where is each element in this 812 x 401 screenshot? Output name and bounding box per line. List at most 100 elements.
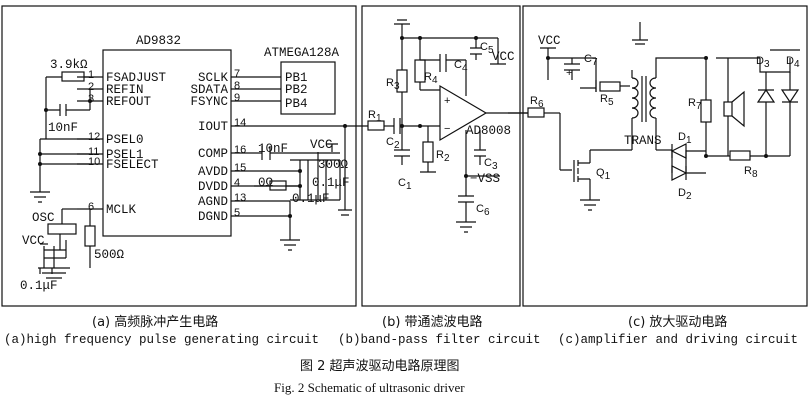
mcu-pin-pb4: PB4 <box>285 97 308 111</box>
resistor-500 <box>84 225 96 247</box>
vcc-b-label: VCC <box>492 50 515 64</box>
pin-num-15: 15 <box>234 162 246 174</box>
pin-num-11: 11 <box>88 146 99 158</box>
pin-dvdd: DVDD <box>198 180 228 194</box>
pin-num-14: 14 <box>234 117 246 129</box>
caption-b-cn: (b) 带通滤波电路 <box>382 314 483 330</box>
resistor-500-label: 500Ω <box>94 248 125 262</box>
opamp-ad8008 <box>439 84 488 142</box>
panel-c-frame <box>522 5 808 307</box>
opamp-label: AD8008 <box>466 124 511 138</box>
pin-fsadjust: FSADJUST <box>106 71 167 85</box>
d1-label: D1 <box>678 131 692 146</box>
resistor-0-label: 0Ω <box>258 176 274 190</box>
r5-label: R5 <box>600 93 614 108</box>
caption-b-en: (b)band-pass filter circuit <box>338 333 541 347</box>
diode-d4 <box>780 89 800 104</box>
pin-num-9: 9 <box>234 92 240 104</box>
resistor-r2 <box>422 141 434 163</box>
r8-label: R8 <box>744 165 758 180</box>
atmega-chip <box>280 61 336 115</box>
pin-num-12: 12 <box>88 131 100 143</box>
caption-c-cn: (c) 放大驱动电路 <box>628 314 727 330</box>
c7-plus: + <box>566 67 572 79</box>
r1-label: R1 <box>368 109 382 124</box>
mcu-pin-pb1: PB1 <box>285 71 308 85</box>
pin-mclk: MCLK <box>106 203 137 217</box>
pin-num-10: 10 <box>88 156 100 168</box>
c1-label: C1 <box>398 177 412 192</box>
pin-avdd: AVDD <box>198 165 228 179</box>
diode-d2 <box>671 165 688 181</box>
pin-num-1: 1 <box>88 69 94 81</box>
panel-b-frame <box>361 5 521 307</box>
figure-title-cn: 图 2 超声波驱动电路原理图 <box>300 358 460 374</box>
cap-01b-label: 0.1μF <box>292 192 330 206</box>
c2-label: C2 <box>386 136 400 151</box>
pin-num-2: 2 <box>88 81 94 93</box>
diode-d3 <box>756 88 776 103</box>
pin-num-16: 16 <box>234 144 246 156</box>
pin-num-3: 3 <box>88 93 94 105</box>
cap-comp-label: 10nF <box>258 142 288 156</box>
pin-refout: REFOUT <box>106 95 152 109</box>
transformer-secondary <box>649 77 657 119</box>
q1-label: Q1 <box>596 167 611 182</box>
c3-label: C3 <box>484 157 498 172</box>
cap-bottom-label: 0.1μF <box>20 279 58 293</box>
vcc-left-label: VCC <box>22 234 45 248</box>
caption-c-en: (c)amplifier and driving circuit <box>558 333 798 347</box>
resistor-r5 <box>599 81 621 92</box>
d3-label: D3 <box>756 55 770 70</box>
pin-sdata: SDATA <box>191 83 229 97</box>
c7-label: C7 <box>584 53 598 68</box>
ad9832-label: AD9832 <box>136 34 181 48</box>
pin-dgnd: DGND <box>198 210 228 224</box>
pin-refin: REFIN <box>106 83 144 97</box>
pin-psel1: PSEL1 <box>106 148 144 162</box>
d2-label: D2 <box>678 187 692 202</box>
r3-label: R3 <box>386 77 400 92</box>
resistor-3k9 <box>61 71 85 82</box>
c4-label: C4 <box>454 59 468 74</box>
pin-num-13: 13 <box>234 192 246 204</box>
c6-label: C6 <box>476 203 490 218</box>
pin-fselect: FSELECT <box>106 158 159 172</box>
mcu-pin-pb2: PB2 <box>285 83 308 97</box>
pin-num-7: 7 <box>234 68 240 80</box>
d4-label: D4 <box>786 55 800 70</box>
transformer-primary <box>631 77 639 119</box>
speaker <box>723 101 733 117</box>
pin-fsync: FSYNC <box>191 95 229 109</box>
atmega-label: ATMEGA128A <box>264 46 340 60</box>
figure-title-en: Fig. 2 Schematic of ultrasonic driver <box>274 380 465 395</box>
r2-label: R2 <box>436 149 450 164</box>
pin-psel0: PSEL0 <box>106 133 144 147</box>
pin-agnd: AGND <box>198 195 228 209</box>
ad9832-chip <box>102 49 232 237</box>
resistor-300-label: 300Ω <box>318 158 349 172</box>
osc-label: OSC <box>32 211 55 225</box>
vcc-right-label: VCC <box>310 138 333 152</box>
osc-block <box>47 223 77 235</box>
diode-d1 <box>670 143 687 159</box>
resistor-r7 <box>700 99 712 123</box>
vcc-c-label: VCC <box>538 34 561 48</box>
trans-label: TRANS <box>624 134 662 148</box>
vss-label: −VSS <box>470 172 500 186</box>
pin-iout: IOUT <box>198 120 229 134</box>
cap-01a-label: 0.1μF <box>312 176 350 190</box>
resistor-3k9-label: 3.9kΩ <box>50 58 88 72</box>
pin-num-4: 4 <box>234 177 240 189</box>
opamp-plus: + <box>444 95 450 107</box>
pin-num-5: 5 <box>234 207 240 219</box>
caption-a-cn: (a) 高频脉冲产生电路 <box>92 314 218 330</box>
c5-label: C5 <box>480 41 494 56</box>
r7-label: R7 <box>688 97 702 112</box>
r4-label: R4 <box>424 71 438 86</box>
pin-num-6: 6 <box>88 201 94 213</box>
caption-a-en: (a)high frequency pulse generating circu… <box>4 333 319 347</box>
panel-a-frame <box>1 5 357 307</box>
r6-label: R6 <box>530 95 544 110</box>
